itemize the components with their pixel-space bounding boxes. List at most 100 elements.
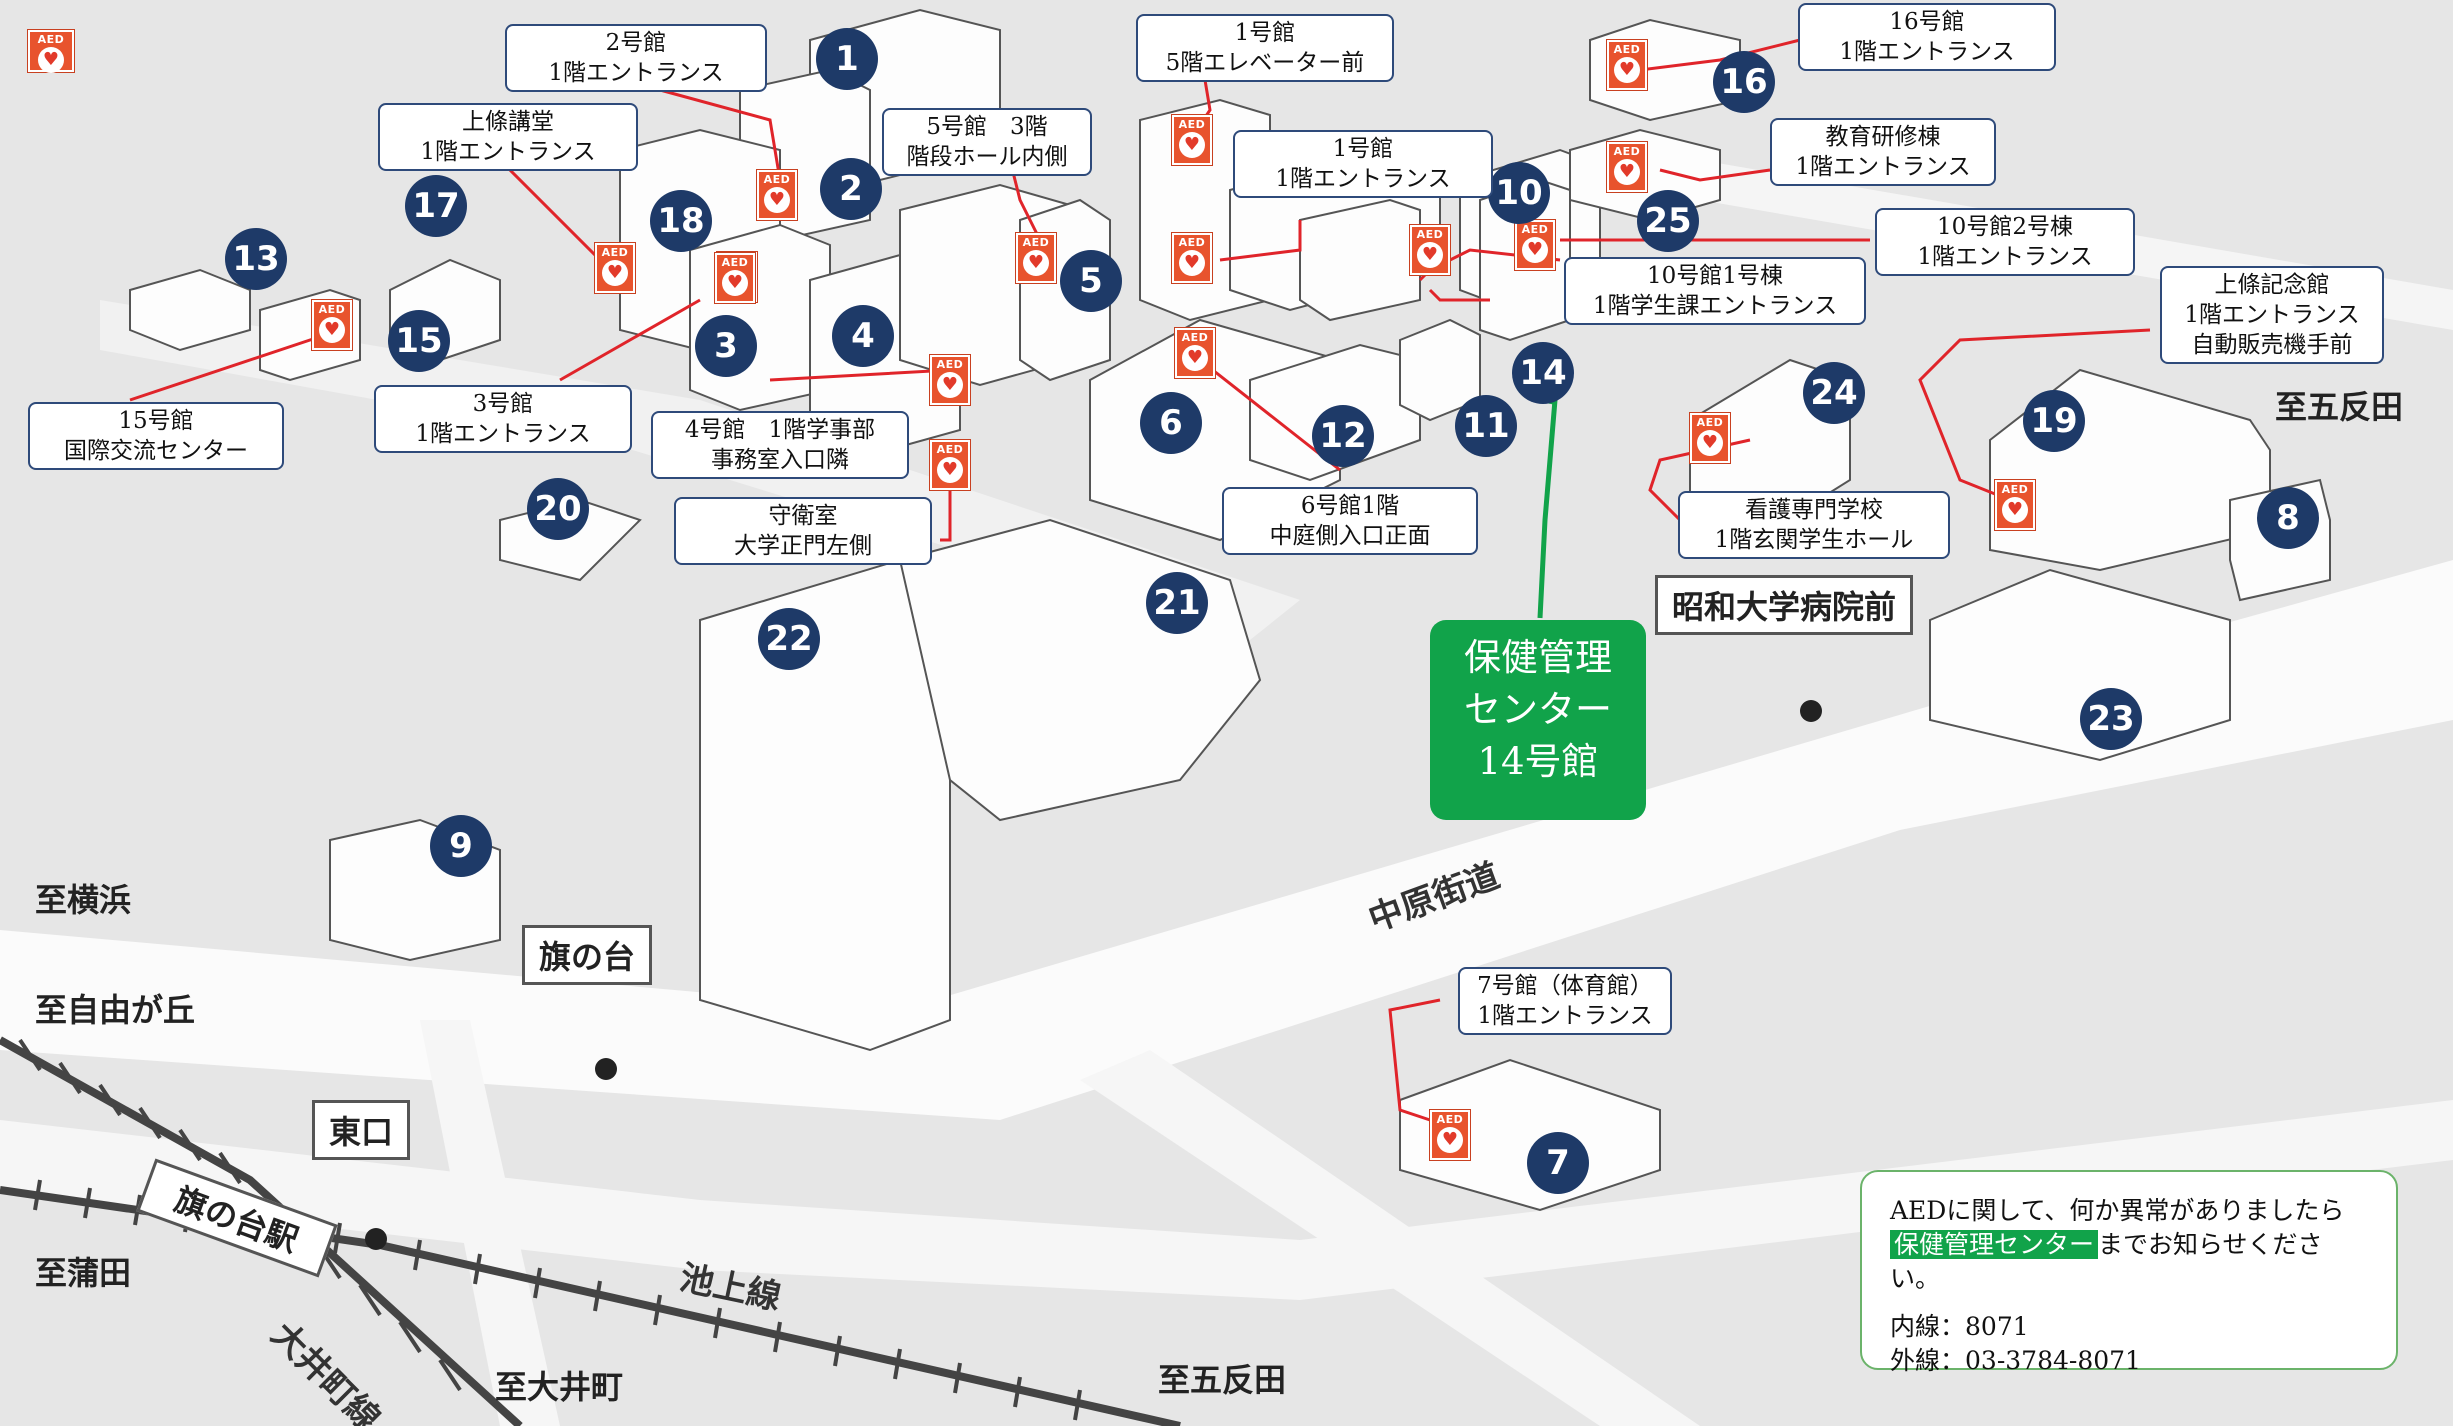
building-badge-2[interactable]: 2 [820, 158, 882, 220]
aed-icon[interactable]: AED♥ [1515, 220, 1555, 270]
building-badge-10[interactable]: 10 [1488, 162, 1550, 224]
callout-bldg16[interactable]: 16号館 1階エントランス [1798, 3, 2056, 71]
building-badge-13[interactable]: 13 [225, 228, 287, 290]
aed-icon[interactable]: AED♥ [1172, 233, 1212, 283]
building-badge-1[interactable]: 1 [816, 28, 878, 90]
callout-line: 国際交流センター [64, 438, 248, 464]
route-line [1537, 399, 1558, 619]
outside-line-row: 外線：03-3784-8071 [1890, 1344, 2368, 1378]
aed-icon[interactable]: AED♥ [1175, 328, 1215, 378]
callout-bldg1-5f[interactable]: 1号館 5階エレベーター前 [1136, 14, 1394, 82]
ext-value: 8071 [1965, 1312, 2029, 1341]
callout-line: 7号館（体育館） [1477, 973, 1653, 999]
dir-gotanda-ne: 至五反田 [2275, 388, 2404, 426]
aed-text: AED [1178, 236, 1206, 249]
heart-icon: ♥ [1023, 250, 1049, 276]
building-badge-5[interactable]: 5 [1060, 250, 1122, 312]
callout-line: 看護専門学校 [1745, 497, 1883, 523]
callout-line: 1階エントランス [415, 421, 591, 447]
callout-line: 1号館 [1332, 136, 1394, 162]
building-badge-18[interactable]: 18 [650, 190, 712, 252]
callout-bldg5[interactable]: 5号館 3階階段ホール内側 [882, 108, 1092, 176]
callout-line: 1階エントランス [1917, 244, 2093, 270]
callout-bldg4[interactable]: 4号館 1階学事部事務室入口隣 [651, 411, 909, 479]
callout-bldg6[interactable]: 6号館1階中庭側入口正面 [1222, 487, 1478, 555]
aed-text: AED [318, 303, 346, 316]
heart-icon: ♥ [1179, 250, 1205, 276]
aed-icon[interactable]: AED♥ [715, 253, 755, 303]
east-exit-label[interactable]: 東口 [312, 1100, 411, 1160]
building-badge-24[interactable]: 24 [1803, 362, 1865, 424]
heart-icon: ♥ [1614, 159, 1640, 185]
building-badge-8[interactable]: 8 [2257, 487, 2319, 549]
building-badge-3[interactable]: 3 [695, 315, 757, 377]
callout-line: 5階エレベーター前 [1165, 50, 1365, 76]
building-badge-20[interactable]: 20 [527, 478, 589, 540]
callout-line: 16号館 [1889, 9, 1965, 35]
aed-text: AED [1613, 145, 1641, 158]
aed-icon[interactable]: AED♥ [930, 440, 970, 490]
hatanodai-stop-label[interactable]: 旗の台 [522, 925, 653, 985]
heart-icon: ♥ [602, 260, 628, 286]
side-road-2 [420, 1020, 560, 1426]
aed-icon[interactable]: AED♥ [312, 300, 352, 350]
out-value: 03-3784-8071 [1965, 1346, 2141, 1375]
callout-line: 1階エントランス [1477, 1003, 1653, 1029]
callout-line: 5号館 3階 [926, 114, 1048, 140]
callout-line: 中庭側入口正面 [1269, 523, 1431, 549]
building-badge-22[interactable]: 22 [758, 608, 820, 670]
building-badge-7[interactable]: 7 [1527, 1132, 1589, 1194]
aed-icon[interactable]: AED♥ [595, 243, 635, 293]
building-badge-9[interactable]: 9 [430, 815, 492, 877]
health-center-label[interactable]: 保健管理 センター 14号館 [1430, 620, 1646, 820]
aed-icon[interactable]: AED♥ [1607, 40, 1647, 90]
aed-icon[interactable]: AED♥ [1016, 233, 1056, 283]
aed-icon[interactable]: AED♥ [1995, 480, 2035, 530]
callout-line: 6号館1階 [1300, 493, 1400, 519]
aed-text: AED [1436, 1113, 1464, 1126]
building-badge-12[interactable]: 12 [1312, 405, 1374, 467]
building-badge-11[interactable]: 11 [1455, 395, 1517, 457]
callout-line: 1階エントランス [2184, 302, 2360, 328]
aed-icon[interactable]: AED♥ [757, 170, 797, 220]
dir-jiyugaoka: 至自由が丘 [35, 991, 196, 1029]
building-badge-19[interactable]: 19 [2023, 390, 2085, 452]
hospital-stop-label[interactable]: 昭和大学病院前 [1655, 575, 1914, 635]
heart-icon: ♥ [1437, 1127, 1463, 1153]
building-badge-15[interactable]: 15 [388, 310, 450, 372]
callout-bldg15[interactable]: 15号館国際交流センター [28, 402, 284, 470]
building-badge-17[interactable]: 17 [405, 175, 467, 237]
building-badge-14[interactable]: 14 [1512, 342, 1574, 404]
aed-icon[interactable]: AED♥ [930, 355, 970, 405]
callout-bldg7[interactable]: 7号館（体育館） 1階エントランス [1458, 967, 1672, 1035]
aed-icon[interactable]: AED♥ [1607, 142, 1647, 192]
aed-icon[interactable]: AED♥ [1410, 225, 1450, 275]
callout-line: 3号館 [472, 391, 534, 417]
dir-gotanda-s: 至五反田 [1158, 1361, 1287, 1399]
aed-notice-box: AEDに関して、何か異常がありましたら 保健管理センターまでお知らせください。 … [1860, 1170, 2398, 1375]
building-badge-4[interactable]: 4 [832, 305, 894, 367]
aed-icon[interactable]: AED♥ [1172, 115, 1212, 165]
building-badge-25[interactable]: 25 [1637, 190, 1699, 252]
callout-line: 1階エントランス [1839, 39, 2015, 65]
callout-bldg3[interactable]: 3号館 1階エントランス [374, 385, 632, 453]
aed-icon[interactable]: AED♥ [1430, 1110, 1470, 1160]
building-badge-21[interactable]: 21 [1146, 572, 1208, 634]
callout-line: 上條記念館 [2214, 272, 2330, 298]
building-badge-23[interactable]: 23 [2080, 688, 2142, 750]
building-badge-16[interactable]: 16 [1713, 51, 1775, 113]
aed-icon[interactable]: AED♥ [1690, 413, 1730, 463]
callout-guard-room[interactable]: 守衛室大学正門左側 [674, 497, 932, 565]
callout-line: 1号館 [1234, 20, 1296, 46]
callout-line: 2号館 [605, 30, 667, 56]
heart-icon: ♥ [1179, 132, 1205, 158]
building-badge-6[interactable]: 6 [1140, 392, 1202, 454]
